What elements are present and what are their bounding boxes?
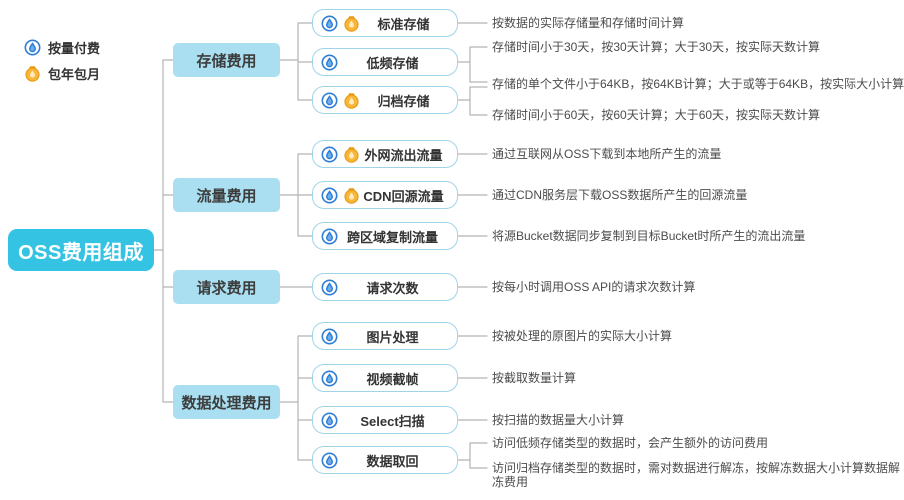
branch-request-fees[interactable]: 请求费用 — [173, 270, 280, 304]
legend-label: 按量付费 — [48, 41, 101, 56]
subscription-icon — [24, 65, 41, 82]
billing-icons — [321, 15, 360, 32]
description-standard-storage: 按数据的实际存储量和存储时间计算 — [492, 16, 685, 30]
billing-icons — [321, 452, 338, 469]
pay-as-you-go-icon — [321, 370, 338, 387]
billing-icons — [321, 328, 338, 345]
legend-item-subscription: 包年包月 — [24, 65, 100, 82]
description-ia-storage-size: 存储的单个文件小于64KB，按64KB计算；大于或等于64KB，按实际大小计算 — [492, 77, 904, 91]
subscription-icon — [343, 146, 360, 163]
legend-item-pay-as-you-go: 按量付费 — [24, 39, 100, 56]
pay-as-you-go-icon — [321, 328, 338, 345]
leaf-request-count[interactable]: 请求次数 — [312, 273, 458, 301]
billing-icons — [321, 187, 360, 204]
pay-as-you-go-icon — [24, 39, 41, 56]
root-node-oss-fee-composition[interactable]: OSS费用组成 — [8, 229, 154, 271]
billing-icons — [321, 146, 360, 163]
description-video-snapshot: 按截取数量计算 — [492, 371, 577, 385]
description-internet-outbound: 通过互联网从OSS下载到本地所产生的流量 — [492, 147, 722, 161]
billing-icons — [321, 412, 338, 429]
leaf-cdn-back-to-origin-traffic[interactable]: CDN回源流量 — [312, 181, 458, 209]
leaf-select-scan[interactable]: Select扫描 — [312, 406, 458, 434]
description-archive-storage-days: 存储时间小于60天，按60天计算；大于60天，按实际天数计算 — [492, 108, 821, 122]
legend-label: 包年包月 — [48, 67, 101, 82]
billing-icons — [321, 92, 360, 109]
subscription-icon — [343, 187, 360, 204]
leaf-video-snapshot[interactable]: 视频截帧 — [312, 364, 458, 392]
pay-as-you-go-icon — [321, 146, 338, 163]
branch-data-processing-fees[interactable]: 数据处理费用 — [173, 385, 280, 419]
branch-storage-fees[interactable]: 存储费用 — [173, 43, 280, 77]
pay-as-you-go-icon — [321, 452, 338, 469]
description-cdn-back-to-origin: 通过CDN服务层下载OSS数据所产生的回源流量 — [492, 188, 748, 202]
leaf-standard-storage[interactable]: 标准存储 — [312, 9, 458, 37]
description-cross-region: 将源Bucket数据同步复制到目标Bucket时所产生的流出流量 — [492, 229, 806, 243]
description-image-processing: 按被处理的原图片的实际大小计算 — [492, 329, 673, 343]
description-request-count: 按每小时调用OSS API的请求次数计算 — [492, 280, 696, 294]
pay-as-you-go-icon — [321, 187, 338, 204]
billing-icons — [321, 279, 338, 296]
leaf-ia-storage[interactable]: 低频存储 — [312, 48, 458, 76]
description-select-scan: 按扫描的数据量大小计算 — [492, 413, 625, 427]
leaf-archive-storage[interactable]: 归档存储 — [312, 86, 458, 114]
description-ia-storage-days: 存储时间小于30天，按30天计算；大于30天，按实际天数计算 — [492, 40, 821, 54]
billing-icons — [321, 370, 338, 387]
description-retrieval-archive: 访问归档存储类型的数据时，需对数据进行解冻，按解冻数据大小计算数据解冻费用 — [492, 461, 901, 489]
pay-as-you-go-icon — [321, 54, 338, 71]
billing-icons — [321, 54, 338, 71]
subscription-icon — [343, 15, 360, 32]
legend: 按量付费 包年包月 — [24, 39, 100, 91]
pay-as-you-go-icon — [321, 92, 338, 109]
leaf-data-retrieval[interactable]: 数据取回 — [312, 446, 458, 474]
subscription-icon — [343, 92, 360, 109]
leaf-image-processing[interactable]: 图片处理 — [312, 322, 458, 350]
pay-as-you-go-icon — [321, 15, 338, 32]
description-retrieval-ia: 访问低频存储类型的数据时，会产生额外的访问费用 — [492, 436, 769, 450]
leaf-cross-region-replication-traffic[interactable]: 跨区域复制流量 — [312, 222, 458, 250]
pay-as-you-go-icon — [321, 412, 338, 429]
leaf-internet-outbound-traffic[interactable]: 外网流出流量 — [312, 140, 458, 168]
billing-icons — [321, 228, 338, 245]
pay-as-you-go-icon — [321, 279, 338, 296]
branch-traffic-fees[interactable]: 流量费用 — [173, 178, 280, 212]
pay-as-you-go-icon — [321, 228, 338, 245]
